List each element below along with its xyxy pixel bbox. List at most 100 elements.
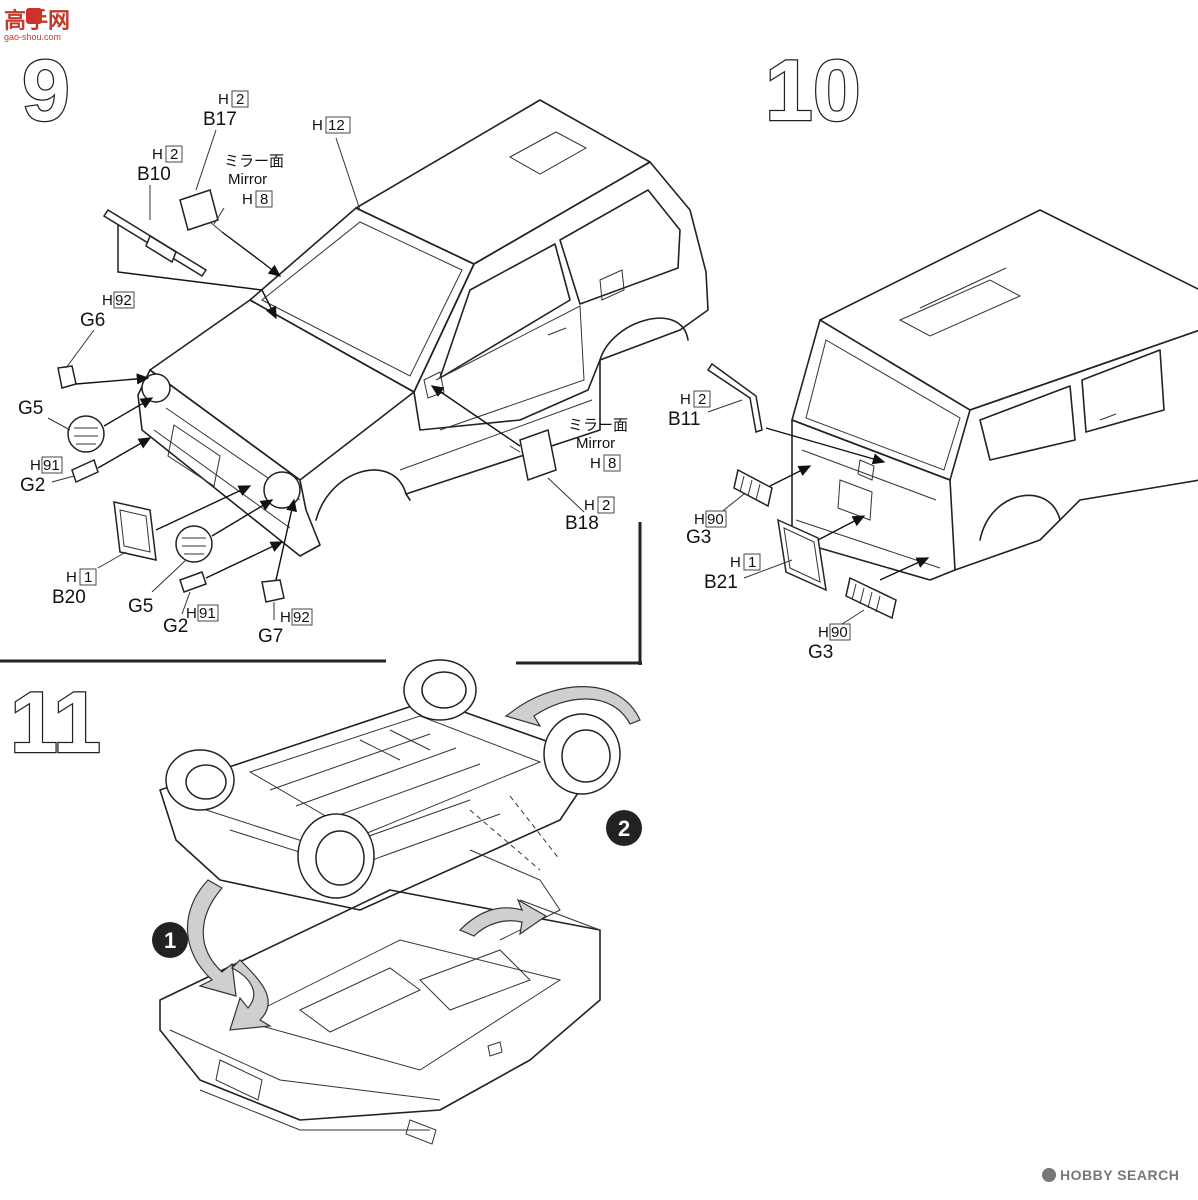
part-b17-mirror xyxy=(179,189,223,233)
step-11-number: 11 xyxy=(10,675,101,771)
svg-text:90: 90 xyxy=(707,511,724,528)
step-9-number: 9 xyxy=(22,43,70,139)
svg-text:91: 91 xyxy=(199,605,216,622)
svg-text:G3: G3 xyxy=(686,527,711,548)
svg-text:90: 90 xyxy=(831,624,848,641)
part-g2-left xyxy=(71,458,99,484)
part-g7-indicator xyxy=(261,579,285,603)
label-g3-lower: H 90 G3 xyxy=(808,623,851,663)
svg-text:G6: G6 xyxy=(80,310,105,331)
svg-text:H: H xyxy=(312,117,323,134)
svg-text:B11: B11 xyxy=(668,409,700,430)
arrow-g2-right xyxy=(205,541,284,579)
svg-text:H: H xyxy=(730,554,741,571)
arrow-b18 xyxy=(430,385,521,447)
watermark-title: 高手网 xyxy=(4,8,70,33)
arrow-g3-upper xyxy=(769,465,812,487)
arrow-g5-right xyxy=(211,499,274,537)
step-badge-2: 2 xyxy=(606,810,642,846)
svg-text:B21: B21 xyxy=(704,572,738,593)
part-g5-lamp-right xyxy=(175,525,213,563)
arrow-g7 xyxy=(275,498,298,581)
svg-text:H: H xyxy=(152,146,163,163)
svg-text:Mirror: Mirror xyxy=(576,435,615,452)
leader-g6 xyxy=(65,329,95,369)
svg-text:1: 1 xyxy=(84,569,92,586)
svg-text:Mirror: Mirror xyxy=(228,171,267,188)
svg-text:92: 92 xyxy=(293,609,310,626)
svg-text:H: H xyxy=(280,609,291,626)
label-mirror-1: ミラー面 Mirror H 8 xyxy=(224,153,284,208)
arrow-g2-left xyxy=(97,437,152,469)
svg-text:1: 1 xyxy=(164,928,176,953)
step-10-number: 10 xyxy=(765,43,861,139)
svg-text:G2: G2 xyxy=(20,475,45,496)
footer-brand: HOBBY SEARCH xyxy=(1042,1167,1179,1183)
svg-text:2: 2 xyxy=(236,91,244,108)
svg-text:H: H xyxy=(818,624,829,641)
arrow-b17 xyxy=(221,231,282,277)
svg-text:H: H xyxy=(102,292,113,309)
step-11-body-inverted xyxy=(159,849,601,1145)
step-badge-1: 1 xyxy=(152,922,188,958)
part-b18-mirror xyxy=(509,429,557,481)
part-g5-lamp-left xyxy=(67,415,105,453)
leader-g2b xyxy=(181,591,191,615)
svg-text:12: 12 xyxy=(328,117,345,134)
label-g7: H 92 G7 xyxy=(258,608,313,647)
svg-text:G7: G7 xyxy=(258,626,283,647)
svg-text:92: 92 xyxy=(115,292,132,309)
part-g2-right xyxy=(179,571,207,593)
label-g5-left: G5 xyxy=(18,398,43,419)
label-b10: H 2 B10 xyxy=(137,145,183,185)
part-b21-plate xyxy=(777,518,827,592)
svg-text:1: 1 xyxy=(748,554,756,571)
leader-b18 xyxy=(547,477,585,513)
label-g2-right: H 91 G2 xyxy=(163,604,219,637)
svg-text:H: H xyxy=(218,91,229,108)
svg-text:H: H xyxy=(66,569,77,586)
label-mirror-2: ミラー面 Mirror H 8 xyxy=(568,417,628,472)
label-b11: H 2 B11 xyxy=(668,390,711,430)
part-b11-wiper xyxy=(706,362,763,433)
leader-b21 xyxy=(743,559,793,579)
step-9-car-body xyxy=(137,99,709,557)
watermark-logo: 高手网 gao-shou.com xyxy=(4,8,70,42)
svg-text:H: H xyxy=(30,457,41,474)
part-b10-wiper xyxy=(102,208,208,278)
svg-text:2: 2 xyxy=(170,146,178,163)
arrow-g5-left xyxy=(103,397,154,427)
svg-text:ミラー面: ミラー面 xyxy=(224,153,284,170)
leader-g2 xyxy=(51,475,75,483)
svg-text:H: H xyxy=(584,497,595,514)
arrow-b20 xyxy=(155,485,252,531)
label-b18: H 2 B18 xyxy=(565,496,615,534)
watermark-sub: gao-shou.com xyxy=(4,32,61,42)
step-10-car-body xyxy=(791,209,1198,581)
flip-arrow-top xyxy=(504,686,641,728)
label-b20: H 1 B20 xyxy=(52,568,97,608)
leader-h8 xyxy=(213,207,225,225)
arrow-g3-lower xyxy=(879,557,930,581)
svg-text:G2: G2 xyxy=(163,616,188,637)
arrow-b21 xyxy=(817,515,866,541)
leader-b17 xyxy=(195,129,217,191)
footer-brand-text: HOBBY SEARCH xyxy=(1060,1167,1179,1183)
label-g3-upper: H 90 G3 xyxy=(686,510,727,548)
label-b17: H 2 B17 xyxy=(203,90,249,130)
arrow-b10 xyxy=(117,225,277,320)
part-b20-plate xyxy=(113,501,157,561)
leader-g5b xyxy=(151,559,187,593)
svg-text:2: 2 xyxy=(602,497,610,514)
svg-text:H: H xyxy=(186,605,197,622)
label-g5-right: G5 xyxy=(128,596,153,617)
svg-text:G3: G3 xyxy=(808,642,833,663)
part-g6-indicator xyxy=(57,365,77,389)
dashed-guides xyxy=(469,795,561,871)
svg-text:ミラー面: ミラー面 xyxy=(568,417,628,434)
part-g3-lower xyxy=(845,576,897,620)
insert-arrow-right xyxy=(458,898,548,937)
svg-text:H: H xyxy=(590,455,601,472)
part-g3-upper xyxy=(733,468,773,508)
svg-text:B18: B18 xyxy=(565,513,599,534)
